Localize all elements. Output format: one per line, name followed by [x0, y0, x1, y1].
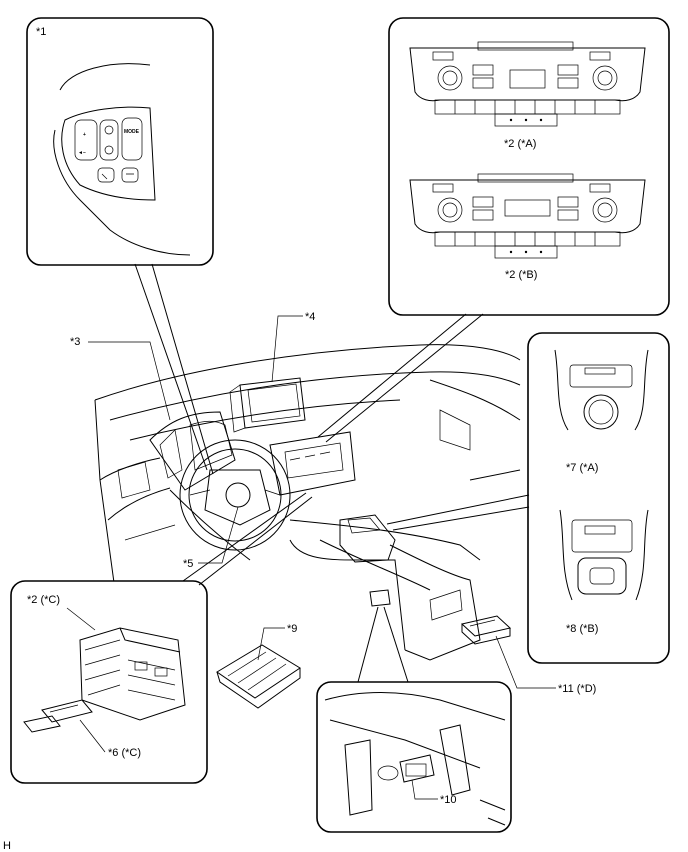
label-3: *3: [70, 336, 80, 348]
leader-11: [495, 635, 556, 689]
leader-box2c-b: [198, 496, 313, 586]
label-2c: *2 (*C): [27, 594, 60, 606]
label-7a: *7 (*A): [566, 462, 598, 474]
label-1: *1: [36, 26, 46, 38]
dashboard-drawing: [94, 344, 521, 661]
leader-box2-b: [325, 313, 484, 443]
climate-panel-b: [409, 173, 646, 259]
label-2a: *2 (*A): [504, 138, 536, 150]
label-6c: *6 (*C): [108, 747, 141, 759]
mode-label: MODE: [124, 129, 140, 135]
volume-minus-label: ◄–: [78, 150, 86, 156]
label-9: *9: [287, 623, 297, 635]
leader-box1-b: [151, 263, 214, 475]
label-10: *10: [440, 794, 457, 806]
leader-box2c-a: [182, 492, 307, 582]
leader-5: [198, 506, 239, 564]
leader-box7-b: [392, 506, 530, 531]
ecu-module: *9: [216, 623, 301, 709]
lower-module-box: *10: [316, 681, 512, 833]
leader-3: [88, 341, 171, 421]
leader-box10-b: [383, 606, 409, 683]
steering-switch-box: + ◄– MODE *1: [26, 17, 214, 266]
label-8b: *8 (*B): [566, 623, 598, 635]
leader-4: [271, 315, 303, 383]
corner-mark: H: [3, 840, 11, 852]
leader-box10-a: [357, 606, 379, 683]
label-11d: *11 (*D): [558, 683, 596, 695]
console-switch-box: *7 (*A) *8 (*B): [527, 332, 670, 664]
audio-unit-box: *2 (*C) *6 (*C): [10, 580, 208, 784]
label-4: *4: [305, 311, 315, 323]
climate-panel-a: [409, 41, 646, 127]
label-2b: *2 (*B): [505, 269, 537, 281]
leader-box2-a: [317, 313, 467, 438]
label-5: *5: [183, 558, 193, 570]
leader-box7-a: [386, 494, 530, 525]
leader-box1-a: [134, 263, 208, 471]
volume-plus-label: +: [83, 132, 86, 138]
climate-panel-box: *2 (*A) *2 (*B): [388, 17, 670, 316]
